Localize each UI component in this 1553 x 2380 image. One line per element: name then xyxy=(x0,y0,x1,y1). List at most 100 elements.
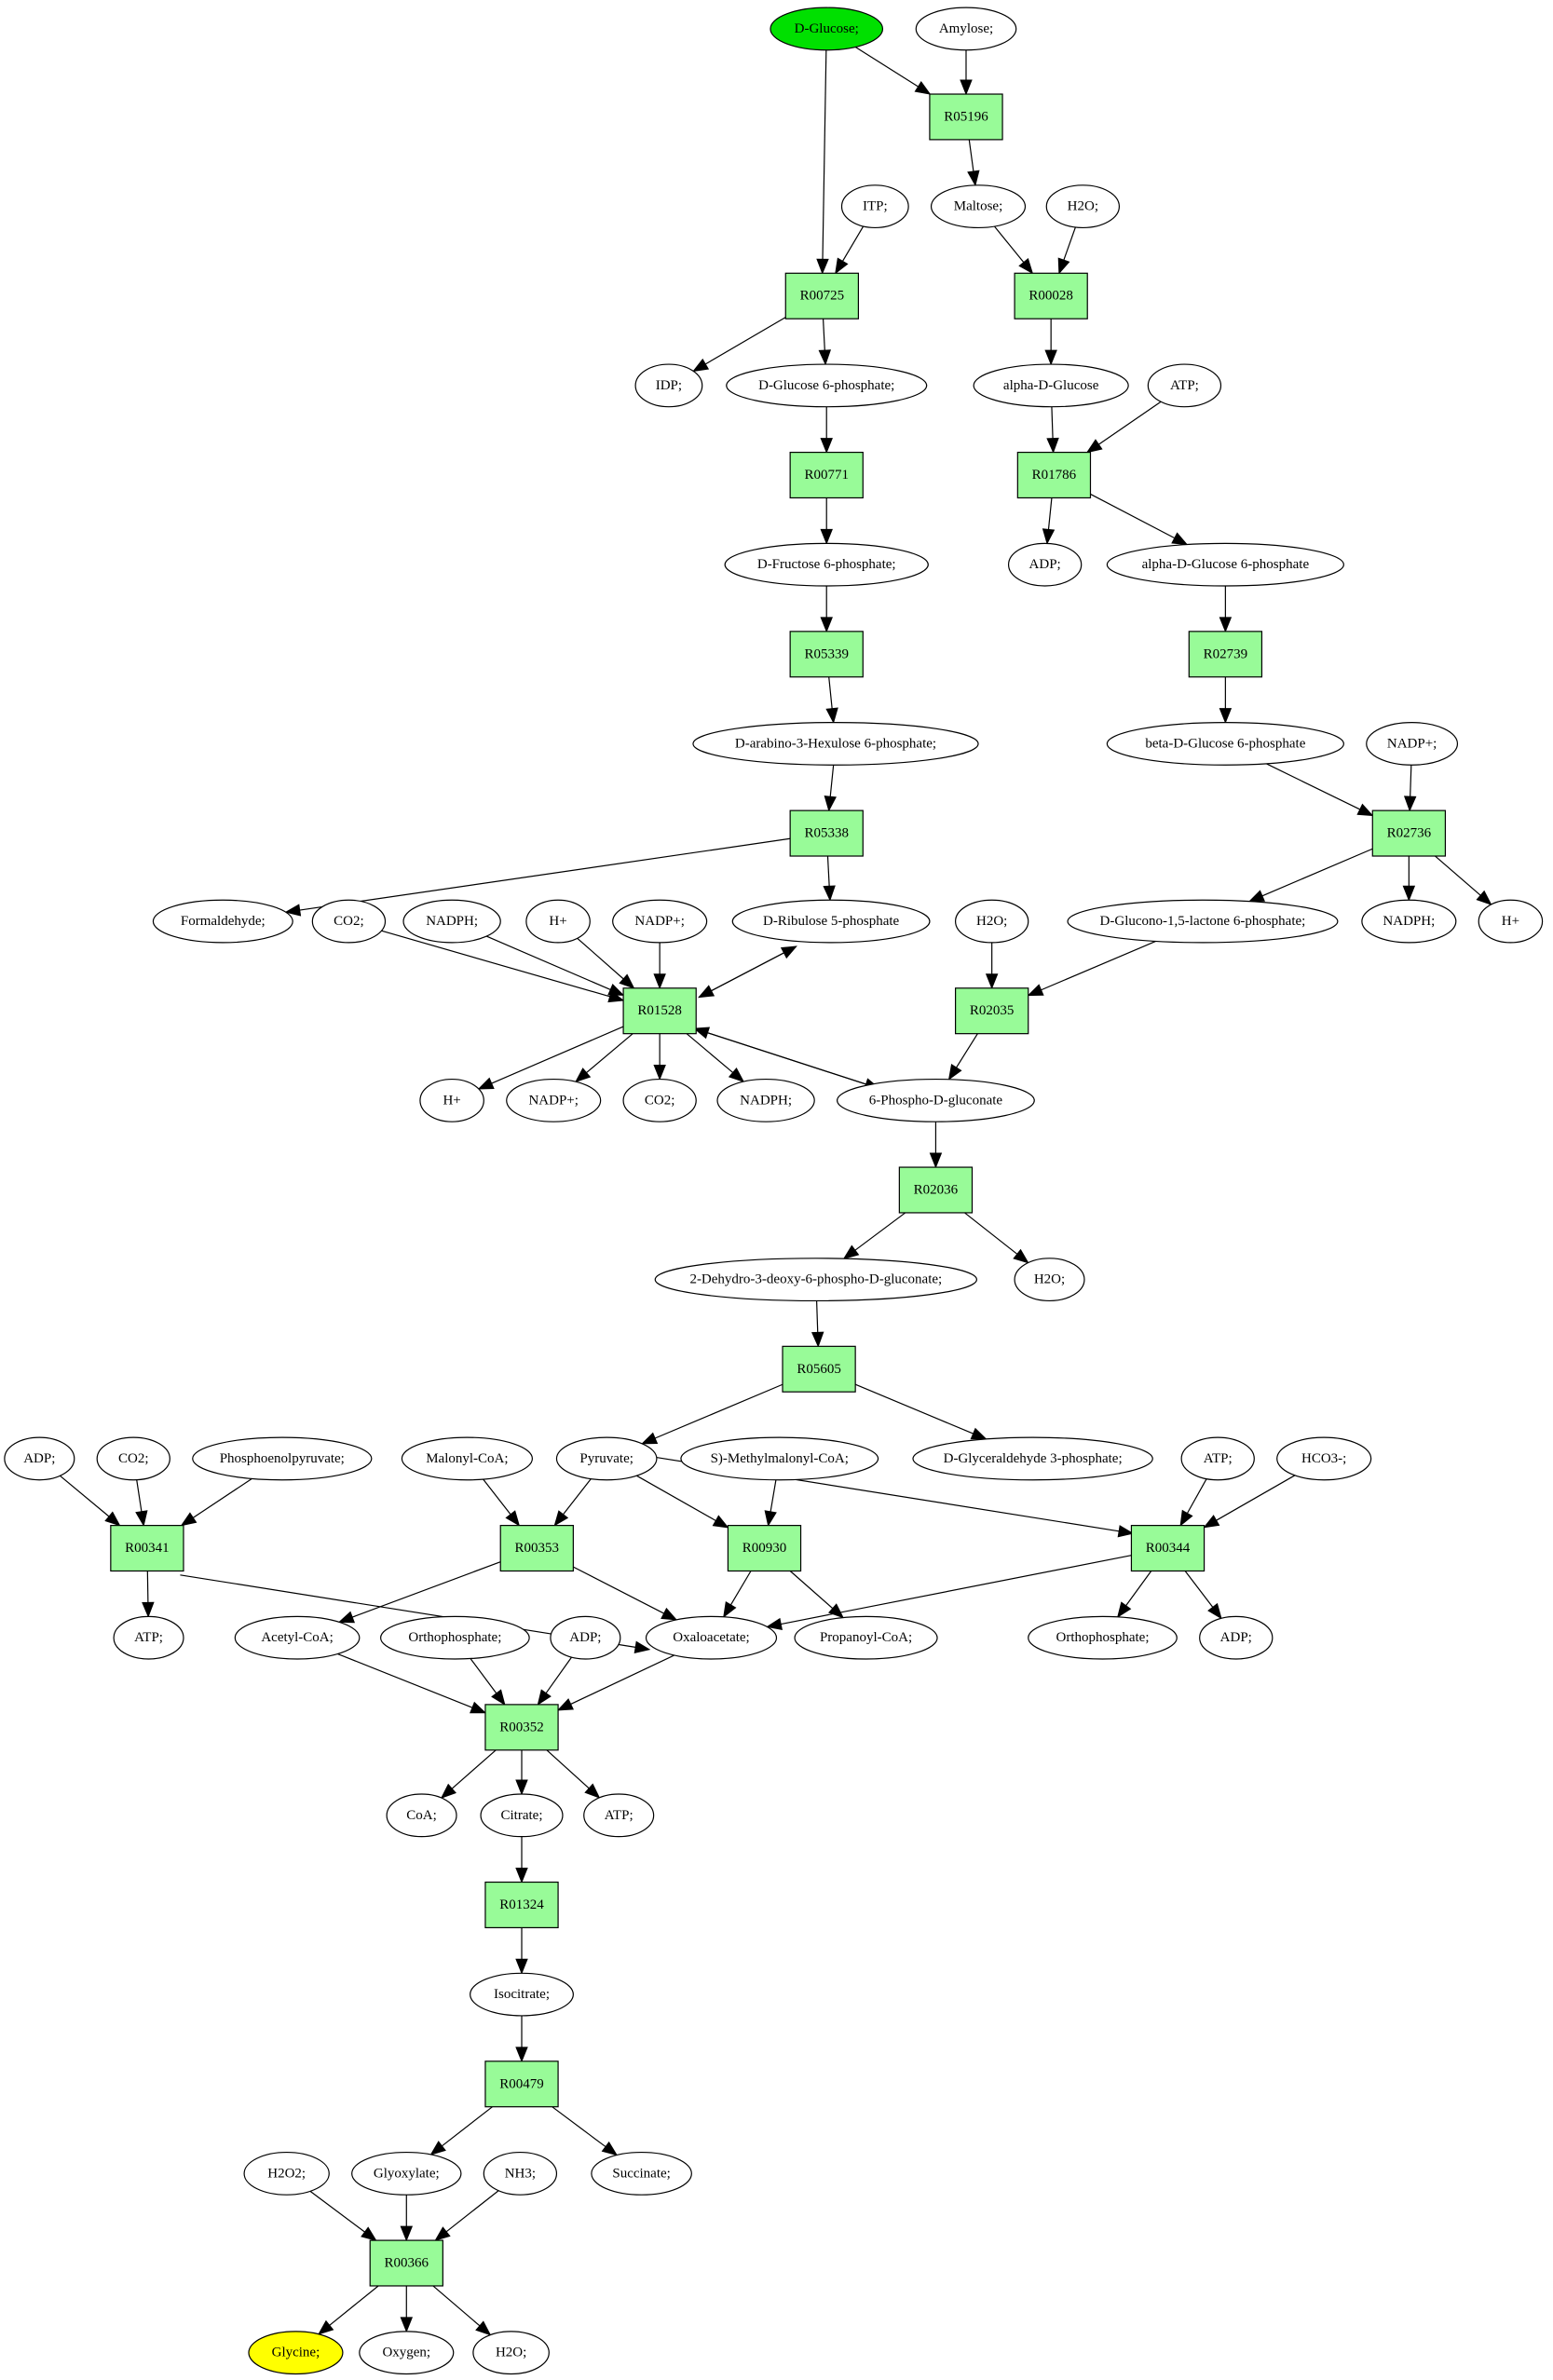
reaction-r00352[interactable]: R00352 xyxy=(484,1704,559,1751)
metabolite-h2o-c[interactable]: H2O; xyxy=(1014,1258,1085,1302)
metabolite-amylose[interactable]: Amylose; xyxy=(915,7,1017,51)
metabolite-orthophosphate-b[interactable]: Orthophosphate; xyxy=(1028,1615,1178,1660)
metabolite-formaldehyde[interactable]: Formaldehyde; xyxy=(152,899,293,944)
reaction-r00344[interactable]: R00344 xyxy=(1130,1525,1206,1572)
metabolite-nadph-c[interactable]: NADPH; xyxy=(716,1078,815,1122)
reaction-r00930[interactable]: R00930 xyxy=(727,1525,802,1572)
reaction-r00341[interactable]: R00341 xyxy=(110,1525,184,1572)
reaction-r05338[interactable]: R05338 xyxy=(789,809,864,857)
metabolite-malonylcoa[interactable]: Malonyl-CoA; xyxy=(401,1436,534,1481)
reaction-r00366[interactable]: R00366 xyxy=(369,2239,443,2287)
metabolite-nadp-b[interactable]: NADP+; xyxy=(612,899,708,944)
metabolite-atp-c[interactable]: ATP; xyxy=(113,1615,184,1660)
arrowhead xyxy=(1042,528,1056,545)
metabolite-h2o-a[interactable]: H2O; xyxy=(1045,184,1121,229)
metabolite-adp-c[interactable]: ADP; xyxy=(550,1615,621,1660)
reaction-box xyxy=(898,1166,974,1214)
metabolite-alphadglucose6p[interactable]: alpha-D-Glucose 6-phosphate xyxy=(1106,542,1344,587)
metabolite-atp-d[interactable]: ATP; xyxy=(583,1793,655,1838)
metabolite-oxaloacetate[interactable]: Oxaloacetate; xyxy=(645,1615,778,1660)
reaction-r05339[interactable]: R05339 xyxy=(789,631,864,678)
metabolite-hco3[interactable]: HCO3-; xyxy=(1276,1436,1372,1481)
reaction-r02036[interactable]: R02036 xyxy=(898,1166,974,1214)
metabolite-nadph-b[interactable]: NADPH; xyxy=(1361,899,1457,944)
metabolite-methylmalonyl[interactable]: S)-Methylmalonyl-CoA; xyxy=(680,1436,879,1481)
reaction-r05196[interactable]: R05196 xyxy=(929,93,1003,141)
metabolite-adp-a[interactable]: ADP; xyxy=(1007,542,1083,587)
metabolite-atp-b[interactable]: ATP; xyxy=(1180,1436,1255,1481)
metabolite-label: Malonyl-CoA; xyxy=(426,1451,508,1466)
edge-R00344-to-orthophosphate_b xyxy=(1125,1571,1152,1607)
reaction-box xyxy=(789,631,864,678)
reaction-r01528[interactable]: R01528 xyxy=(622,987,697,1035)
metabolite-dglucose6p[interactable]: D-Glucose 6-phosphate; xyxy=(726,363,928,408)
arrowhead xyxy=(135,1510,148,1527)
metabolite-h2o-b[interactable]: H2O; xyxy=(954,899,1029,944)
metabolite-h2o-d[interactable]: H2O; xyxy=(472,2331,550,2375)
metabolite-alphadglucose[interactable]: alpha-D-Glucose xyxy=(973,363,1129,408)
metabolite-dfructose6p[interactable]: D-Fructose 6-phosphate; xyxy=(724,542,929,587)
reaction-r01786[interactable]: R01786 xyxy=(1016,451,1092,499)
metabolite-hplus-a[interactable]: H+ xyxy=(525,899,591,944)
metabolite-dribulose5p[interactable]: D-Ribulose 5-phosphate xyxy=(731,899,931,944)
metabolite-betadglucose6p[interactable]: beta-D-Glucose 6-phosphate xyxy=(1106,722,1344,766)
metabolite-nh3[interactable]: NH3; xyxy=(483,2151,558,2196)
reaction-r02035[interactable]: R02035 xyxy=(954,987,1029,1035)
metabolite-dglyceraldehyde[interactable]: D-Glyceraldehyde 3-phosphate; xyxy=(912,1436,1153,1481)
metabolite-co2-c[interactable]: CO2; xyxy=(96,1436,170,1481)
metabolite-acetylcoa[interactable]: Acetyl-CoA; xyxy=(234,1615,361,1660)
metabolite-nadp-a[interactable]: NADP+; xyxy=(1366,722,1459,766)
reaction-r05605[interactable]: R05605 xyxy=(782,1345,856,1393)
metabolite-maltose[interactable]: Maltose; xyxy=(930,184,1027,229)
metabolite-nadph-a[interactable]: NADPH; xyxy=(402,899,501,944)
metabolite-h2o2[interactable]: H2O2; xyxy=(243,2151,330,2196)
metabolite-itp[interactable]: ITP; xyxy=(840,184,909,229)
reaction-r00479[interactable]: R00479 xyxy=(484,2060,559,2108)
reaction-r00028[interactable]: R00028 xyxy=(1014,272,1088,320)
metabolite-adp-d[interactable]: ADP; xyxy=(1199,1615,1274,1660)
reaction-r02739[interactable]: R02739 xyxy=(1188,631,1263,678)
metabolite-label: Phosphoenolpyruvate; xyxy=(220,1451,345,1466)
metabolite-co2-a[interactable]: CO2; xyxy=(311,899,387,944)
metabolite-darabino[interactable]: D-arabino-3-Hexulose 6-phosphate; xyxy=(692,722,979,766)
metabolite-pyruvate[interactable]: Pyruvate; xyxy=(555,1436,658,1481)
metabolite-label: H+ xyxy=(443,1093,460,1108)
reaction-r00725[interactable]: R00725 xyxy=(784,272,860,320)
arrowhead xyxy=(824,796,837,812)
edge-pyruvate-to-R00353 xyxy=(563,1478,592,1516)
metabolite-shape xyxy=(248,2331,344,2375)
metabolite-dglucose-top[interactable]: D-Glucose; xyxy=(770,7,884,51)
metabolite-glyoxylate[interactable]: Glyoxylate; xyxy=(351,2151,462,2196)
reaction-r00353[interactable]: R00353 xyxy=(499,1525,574,1572)
metabolite-oxygen[interactable]: Oxygen; xyxy=(359,2331,455,2375)
metabolite-co2-b[interactable]: CO2; xyxy=(622,1078,697,1122)
metabolite-isocitrate[interactable]: Isocitrate; xyxy=(470,1972,574,2017)
metabolite-label: Succinate; xyxy=(612,2166,670,2181)
reaction-r02736[interactable]: R02736 xyxy=(1371,809,1447,857)
metabolite-succinate[interactable]: Succinate; xyxy=(591,2151,692,2196)
metabolite-hplus-c[interactable]: H+ xyxy=(419,1078,484,1122)
metabolite-adp-b[interactable]: ADP; xyxy=(4,1436,75,1481)
reaction-r00771[interactable]: R00771 xyxy=(789,451,864,499)
metabolite-orthophosphate-a[interactable]: Orthophosphate; xyxy=(380,1615,530,1660)
metabolite-dglucono[interactable]: D-Glucono-1,5-lactone 6-phosphate; xyxy=(1067,899,1339,944)
metabolite-label: D-Glucose 6-phosphate; xyxy=(758,378,894,393)
metabolite-pep[interactable]: Phosphoenolpyruvate; xyxy=(192,1436,373,1481)
metabolite-citrate[interactable]: Citrate; xyxy=(480,1793,564,1838)
metabolite-atp-a[interactable]: ATP; xyxy=(1147,363,1222,408)
metabolite-glycine[interactable]: Glycine; xyxy=(248,2331,344,2375)
metabolite-shape xyxy=(837,1078,1035,1122)
metabolite-shape xyxy=(483,2151,558,2196)
metabolite-shape xyxy=(634,363,703,408)
metabolite-shape xyxy=(1361,899,1457,944)
metabolite-hplus-b[interactable]: H+ xyxy=(1478,899,1544,944)
metabolite-nadp-c[interactable]: NADP+; xyxy=(506,1078,602,1122)
metabolite-idp[interactable]: IDP; xyxy=(634,363,703,408)
edge-R00366-to-h2o_d xyxy=(432,2285,481,2327)
reaction-r01324[interactable]: R01324 xyxy=(484,1881,559,1929)
metabolite-propanoylcoa[interactable]: Propanoyl-CoA; xyxy=(794,1615,938,1660)
arrowhead xyxy=(180,1512,198,1527)
metabolite-phosphogluconate[interactable]: 6-Phospho-D-gluconate xyxy=(837,1078,1035,1122)
metabolite-dehydro[interactable]: 2-Dehydro-3-deoxy-6-phospho-D-gluconate; xyxy=(654,1258,977,1302)
metabolite-coa[interactable]: CoA; xyxy=(386,1793,457,1838)
